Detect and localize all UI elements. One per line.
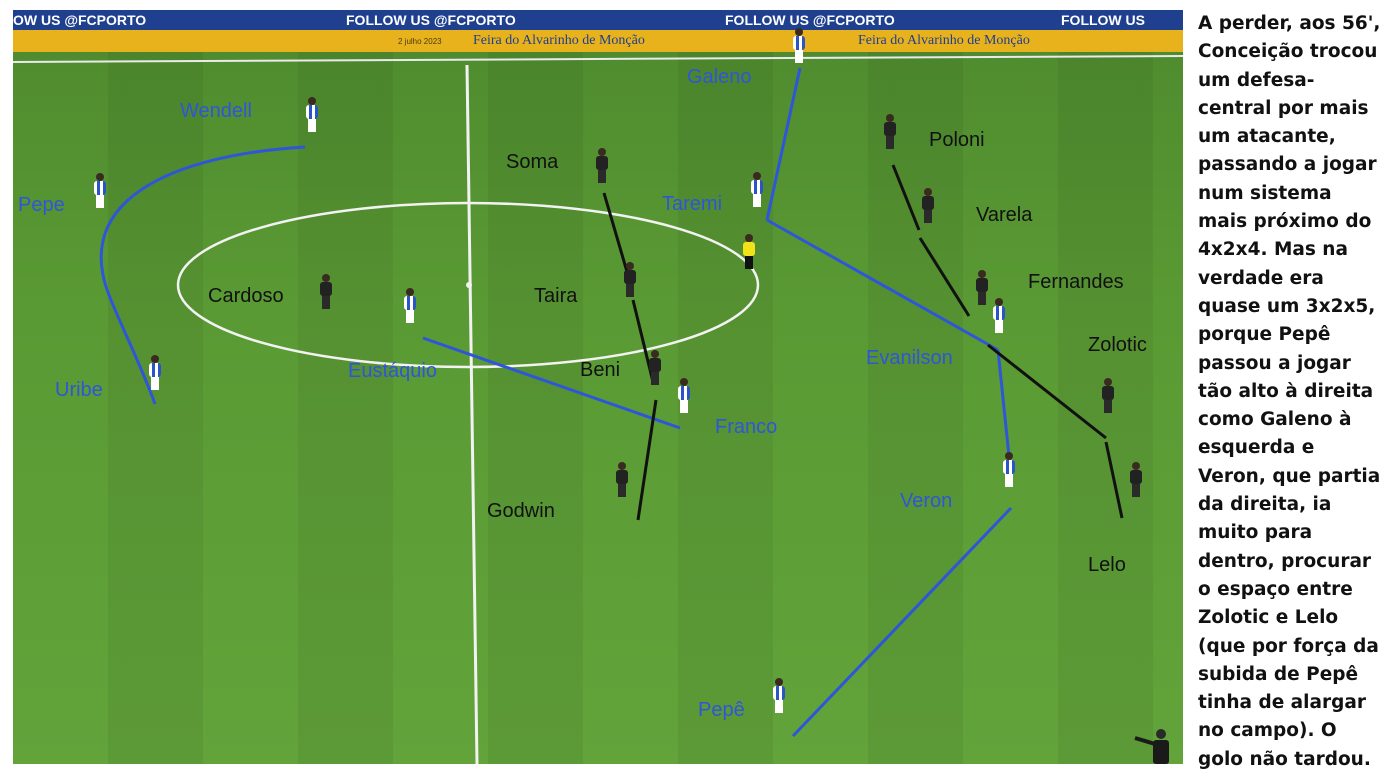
- tactic-line-wendell-uribe: [99, 145, 306, 405]
- player-taremi: [751, 172, 763, 208]
- player-poloni: [884, 114, 896, 150]
- ad-text-top-left: OW US @FCPORTO: [13, 12, 147, 28]
- ad-board-top: OW US @FCPORTO FOLLOW US @FCPORTO FOLLOW…: [13, 10, 1183, 30]
- tactic-line-fernandes-zolotic: [987, 343, 1107, 440]
- ad-text-top-right: FOLLOW US @FCPORTO: [725, 12, 895, 28]
- player-zolotic: [1102, 378, 1114, 414]
- tactic-line-zolotic-lelo: [1104, 441, 1124, 519]
- label-taira: Taira: [534, 285, 578, 307]
- label-lelo: Lelo: [1088, 554, 1126, 576]
- tactic-line-taremi-evanilson: [766, 218, 999, 352]
- player-lelo: [1130, 462, 1142, 498]
- ad-text-top-far: FOLLOW US: [1061, 12, 1145, 28]
- player-uribe: [149, 355, 161, 391]
- label-beni: Beni: [580, 359, 621, 381]
- touchline: [13, 55, 1183, 63]
- ad-text-bottom-left: Feira do Alvarinho de Monção: [473, 33, 645, 48]
- referee: [743, 234, 755, 270]
- label-cardoso: Cardoso: [208, 285, 284, 307]
- label-soma: Soma: [506, 151, 559, 173]
- label-eustaquio: Eustáquio: [348, 360, 437, 382]
- center-spot: [466, 282, 472, 288]
- player-taira: [624, 262, 636, 298]
- analysis-caption: A perder, aos 56', Conceição trocou um d…: [1198, 13, 1381, 770]
- center-circle: [176, 201, 760, 369]
- tactic-line-galeno-taremi: [765, 67, 802, 221]
- tactic-line-eustaquio-franco: [422, 336, 681, 430]
- player-galeno: [793, 28, 805, 64]
- player-soma: [596, 148, 608, 184]
- tactic-line-veron-pepe: [791, 506, 1013, 738]
- tactic-line-evanilson-veron: [996, 349, 1011, 457]
- label-godwin: Godwin: [487, 500, 555, 522]
- label-varela: Varela: [976, 204, 1033, 226]
- player-evanilson: [993, 298, 1005, 334]
- label-veron: Veron: [900, 490, 953, 512]
- player-varela: [922, 188, 934, 224]
- tactic-line-beni-godwin: [636, 399, 658, 521]
- label-poloni: Poloni: [929, 129, 985, 151]
- ad-text-top-mid: FOLLOW US @FCPORTO: [346, 12, 516, 28]
- ad-text-bottom-right: Feira do Alvarinho de Monção: [858, 33, 1030, 48]
- label-franco: Franco: [715, 416, 778, 438]
- player-wendell: [306, 97, 318, 133]
- label-fernandes: Fernandes: [1028, 271, 1124, 293]
- player-veron: [1003, 452, 1015, 488]
- label-evanilson: Evanilson: [866, 347, 953, 369]
- label-galeno: Galeno: [687, 66, 752, 88]
- label-zolotic: Zolotic: [1088, 334, 1147, 356]
- player-franco: [678, 378, 690, 414]
- label-wendell: Wendell: [180, 100, 252, 122]
- player-pepe-bottom: [773, 678, 785, 714]
- coach-figure: [1134, 729, 1169, 764]
- field-markings: [13, 55, 1183, 764]
- player-godwin: [616, 462, 628, 498]
- ad-date-text: 2 julho 2023: [398, 37, 442, 46]
- label-taremi: Taremi: [662, 193, 723, 215]
- halfway-line: [465, 64, 479, 764]
- player-eustaquio: [404, 288, 416, 324]
- player-cardoso: [320, 274, 332, 310]
- pitch-photo: OW US @FCPORTO FOLLOW US @FCPORTO FOLLOW…: [13, 10, 1183, 764]
- player-fernandes: [976, 270, 988, 306]
- tactic-line-poloni-varela: [891, 164, 921, 231]
- player-beni: [649, 350, 661, 386]
- tactic-line-soma-taira: [602, 192, 632, 283]
- label-uribe: Uribe: [55, 379, 103, 401]
- tactic-line-varela-fernandes: [918, 237, 971, 317]
- label-pepe-bottom: Pepê: [698, 699, 745, 721]
- ad-board-bottom: 2 julho 2023 Feira do Alvarinho de Monçã…: [13, 30, 1183, 52]
- player-pepe-left: [94, 173, 106, 209]
- label-pepe-left: Pepe: [18, 194, 65, 216]
